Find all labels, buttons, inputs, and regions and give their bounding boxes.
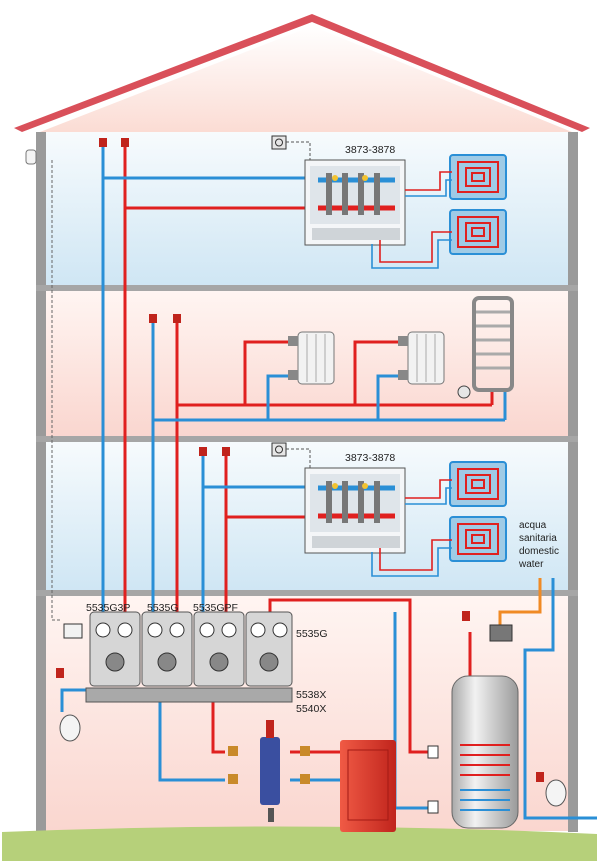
storage-tank-icon: [427, 675, 519, 829]
air-vent-icon: [149, 314, 157, 323]
coil-pipes-top: [371, 171, 452, 269]
manifold-box-lower: [304, 467, 406, 554]
towel-rail-icon: [457, 296, 514, 399]
expansion-tank-icon: [536, 772, 567, 807]
pump-icon: [209, 652, 229, 672]
pump-icon: [157, 652, 177, 672]
separator-icon: [260, 720, 280, 822]
boiler-icon: [340, 740, 396, 832]
floor-coil-icon: [449, 209, 507, 255]
collector-label-a: 5538X: [296, 689, 326, 701]
collector-label-b: 5540X: [296, 703, 326, 715]
expansion-tank-icon: [59, 714, 81, 742]
controller-icon: [56, 623, 83, 678]
roof: [14, 14, 590, 132]
air-vent-icon: [173, 314, 181, 323]
module-label-1: 5535G3P: [86, 602, 130, 614]
air-vent-icon: [121, 138, 129, 147]
module-label-3: 5535GPF: [193, 602, 238, 614]
collector-manifold: [85, 687, 293, 703]
dhw-label-line3: domestic: [519, 546, 559, 557]
thermostat-icon: [271, 135, 311, 160]
air-vent-icon: [199, 447, 207, 456]
manifold-label-middle: 3873-3878: [345, 452, 395, 464]
module-label-2: 5535G: [147, 602, 179, 614]
mixing-valve-icon: [462, 611, 513, 642]
air-vent-icon: [222, 447, 230, 456]
pump-modules: [89, 611, 293, 687]
risers-top: [99, 138, 305, 612]
floor-coil-icon: [449, 154, 507, 200]
ground: [2, 826, 597, 861]
pump-icon: [259, 652, 279, 672]
thermostat-icon: [271, 442, 311, 468]
outdoor-sensor-icon: [25, 149, 62, 621]
dhw-label-line2: sanitaria: [519, 533, 557, 544]
valve-icon: [228, 746, 310, 784]
radiator-icon: [288, 331, 335, 385]
manifold-box-top: [304, 159, 406, 246]
radiator-icon: [398, 331, 445, 385]
dhw-label-line4: water: [518, 559, 544, 570]
dhw-label-line1: acqua: [519, 520, 547, 531]
manifold-label-top: 3873-3878: [345, 144, 395, 156]
module-label-4: 5535G: [296, 628, 328, 640]
risers-lower: [199, 447, 305, 612]
risers-middle: [149, 314, 507, 612]
coil-pipes-lower: [371, 479, 452, 577]
air-vent-icon: [99, 138, 107, 147]
pump-icon: [105, 652, 125, 672]
floor-coil-icon: [449, 516, 507, 562]
floor-coil-icon: [449, 461, 507, 507]
